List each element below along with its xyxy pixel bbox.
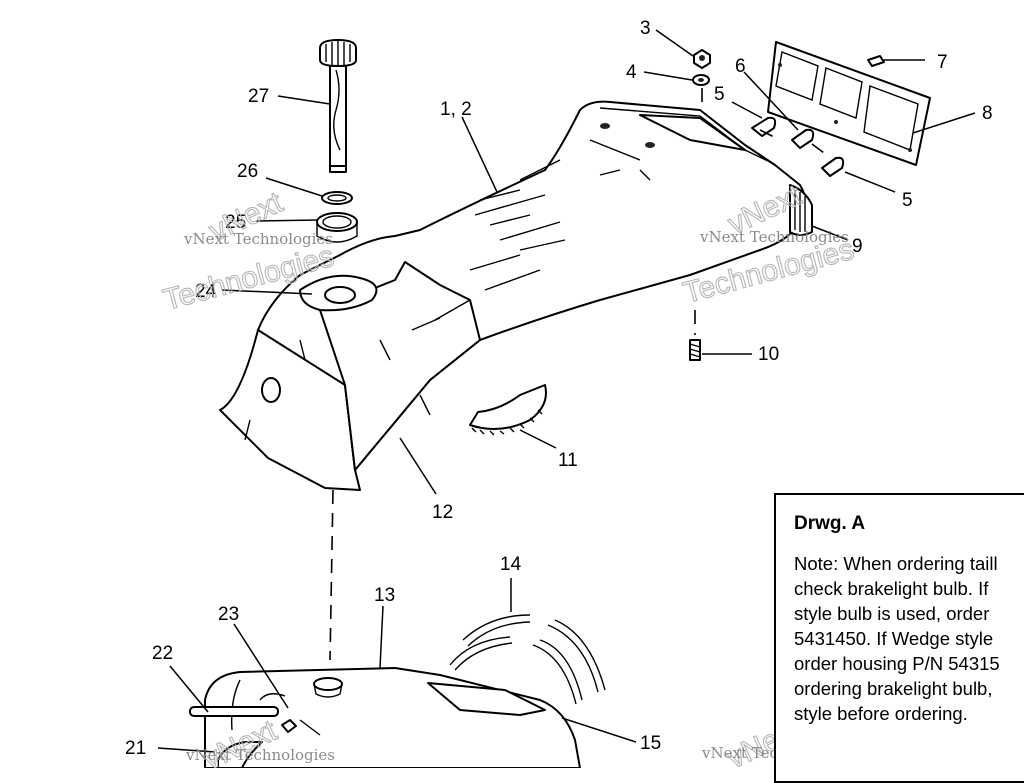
note-line: 5431450. If Wedge style: [794, 628, 994, 649]
callout-22: 22: [152, 643, 173, 664]
note-box: Drwg. A Note: When ordering taill check …: [774, 493, 1024, 783]
flange-ring-icon: [469, 384, 547, 436]
callout-26: 26: [237, 161, 258, 182]
note-text: Note: When ordering taill check brakelig…: [794, 551, 1024, 726]
callout-15: 15: [640, 733, 661, 754]
note-line: check brakelight bulb. If: [794, 578, 989, 599]
tail-lens-icon: [767, 41, 931, 166]
callout-10: 10: [758, 344, 779, 365]
bolt-icon: [689, 339, 701, 361]
callout-3: 3: [640, 18, 651, 39]
callout-6: 6: [735, 56, 746, 77]
callout-24: 24: [195, 281, 217, 302]
leader-lines: [157, 29, 976, 753]
note-title: Drwg. A: [794, 513, 866, 534]
alignment-line: [759, 129, 829, 157]
callout-14: 14: [500, 554, 522, 575]
note-line: style before ordering.: [794, 703, 968, 724]
callout-27: 27: [248, 86, 269, 107]
fuel-cap-icon: [319, 39, 357, 173]
callout-1-2: 1, 2: [440, 99, 472, 120]
callout-11: 11: [558, 450, 578, 471]
note-line: Note: When ordering taill: [794, 553, 998, 574]
svg-text:vNext Technologies: vNext Technologies: [185, 746, 335, 764]
callout-9: 9: [852, 236, 863, 257]
callout-4: 4: [626, 62, 637, 83]
callout-5-upper: 5: [714, 84, 725, 105]
seat-assembly-icon: [219, 100, 813, 491]
bulb-icon: [751, 116, 845, 177]
note-line: order housing P/N 54315: [794, 653, 1000, 674]
callout-12: 12: [432, 502, 453, 523]
washer-icon: [692, 74, 710, 86]
fuel-tank-icon: [189, 614, 606, 768]
nut-icon: [693, 49, 711, 69]
callout-5-lower: 5: [902, 190, 913, 211]
svg-text:vNext Technologies: vNext Technologies: [183, 230, 333, 248]
callout-21: 21: [125, 738, 146, 759]
callout-7: 7: [937, 52, 948, 73]
callout-25: 25: [225, 212, 246, 233]
screw-icon: [867, 55, 885, 67]
note-line: ordering brakelight bulb,: [794, 678, 993, 699]
svg-text:vNext Technologies: vNext Technologies: [699, 228, 849, 246]
callout-8: 8: [982, 103, 993, 124]
gasket-icon: [316, 191, 358, 243]
callout-23: 23: [218, 604, 239, 625]
alignment-line: [329, 489, 334, 661]
callout-13: 13: [374, 585, 395, 606]
note-line: style bulb is used, order: [794, 603, 990, 624]
